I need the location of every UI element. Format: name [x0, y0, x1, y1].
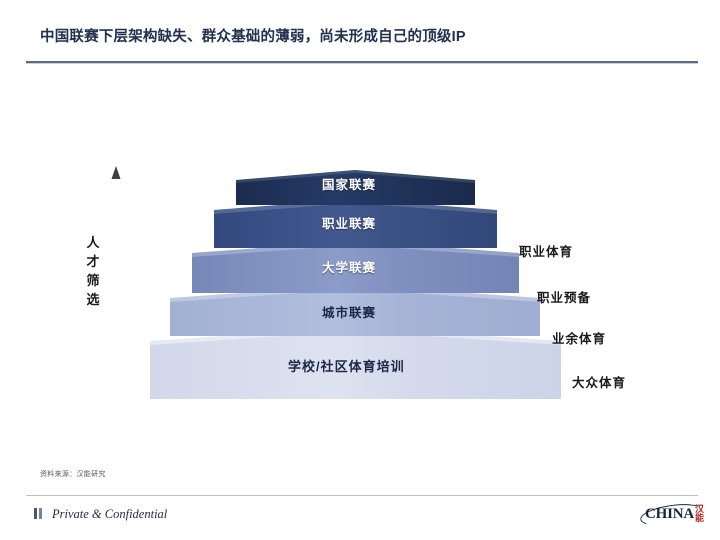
talent-selection-axis: [111, 166, 121, 397]
header-divider: [26, 61, 698, 63]
pyramid-level-1[interactable]: [236, 170, 475, 205]
bars-icon: [34, 508, 45, 519]
axis-label-char: 筛: [86, 272, 100, 288]
side-label-professional-reserve: 职业预备: [537, 291, 592, 305]
axis-label-char: 人: [86, 235, 100, 250]
axis-label-talent-selection: 人 才 筛 选: [82, 234, 104, 309]
logo-chinese-mark: 汉 能: [694, 503, 704, 524]
slide-header: 中国联赛下层架构缺失、群众基础的薄弱，尚未形成自己的顶级IP: [0, 0, 720, 66]
source-note: 资料来源：汉能研究: [40, 471, 106, 478]
logo-wordmark-china: CHINA: [638, 500, 706, 529]
pyramid-level-5-label: 学校/社区体育培训: [288, 359, 405, 374]
logo-word-text: CHINA: [644, 505, 694, 522]
side-label-professional-sports: 职业体育: [519, 245, 574, 259]
header-divider-shadow: [26, 63, 698, 64]
footer-divider: [26, 495, 698, 496]
company-logo: CHINA 汉 能: [638, 500, 706, 529]
pyramid-chart: 人 才 筛 选 国家联赛 职业联赛 大学联赛 城市联赛 学校/社区体育培训 职业…: [0, 66, 720, 446]
pyramid-level-2-label: 职业联赛: [322, 217, 377, 231]
confidentiality-notice: Private & Confidential: [52, 507, 168, 521]
logo-cn-top: 汉: [694, 503, 704, 514]
pyramid-graphic: [111, 166, 561, 399]
pyramid-level-4-label: 城市联赛: [322, 306, 377, 320]
side-label-mass-sports: 大众体育: [572, 376, 627, 390]
slide-footer: Private & Confidential CHINA 汉 能: [0, 496, 720, 540]
axis-label-char: 选: [86, 291, 100, 307]
side-label-amateur-sports: 业余体育: [552, 332, 607, 346]
logo-cn-bottom: 能: [694, 513, 704, 523]
pyramid-level-3-label: 大学联赛: [322, 261, 377, 275]
pyramid-level-1-label: 国家联赛: [322, 178, 377, 192]
page-title: 中国联赛下层架构缺失、群众基础的薄弱，尚未形成自己的顶级IP: [40, 29, 466, 45]
axis-label-char: 才: [86, 253, 100, 269]
